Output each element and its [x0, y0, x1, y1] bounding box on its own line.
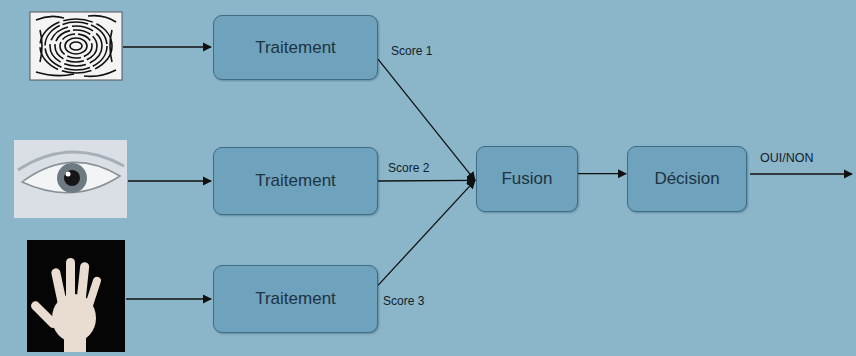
process-box: Décision: [627, 146, 747, 212]
box-label: Traitement: [255, 38, 336, 58]
input-arrows: [123, 47, 852, 299]
process-box: Fusion: [476, 146, 578, 212]
output-label: OUI/NON: [760, 151, 813, 165]
connector-arrow: [378, 180, 475, 182]
box-label: Décision: [654, 169, 719, 189]
score-label: Score 3: [383, 294, 424, 308]
hand-image: [27, 240, 125, 352]
process-box: Traitement: [213, 265, 378, 333]
score-label: Score 2: [388, 161, 429, 175]
eye-image: [14, 140, 127, 218]
process-box: Traitement: [213, 15, 378, 80]
score-label: Score 1: [391, 44, 432, 58]
process-box: Traitement: [213, 147, 378, 215]
connector-arrow: [378, 59, 475, 180]
box-label: Fusion: [501, 169, 552, 189]
connector-arrow: [578, 173, 626, 174]
connector-arrow: [378, 180, 475, 285]
box-label: Traitement: [255, 171, 336, 191]
box-label: Traitement: [255, 289, 336, 309]
fingerprint-image: [30, 12, 122, 80]
